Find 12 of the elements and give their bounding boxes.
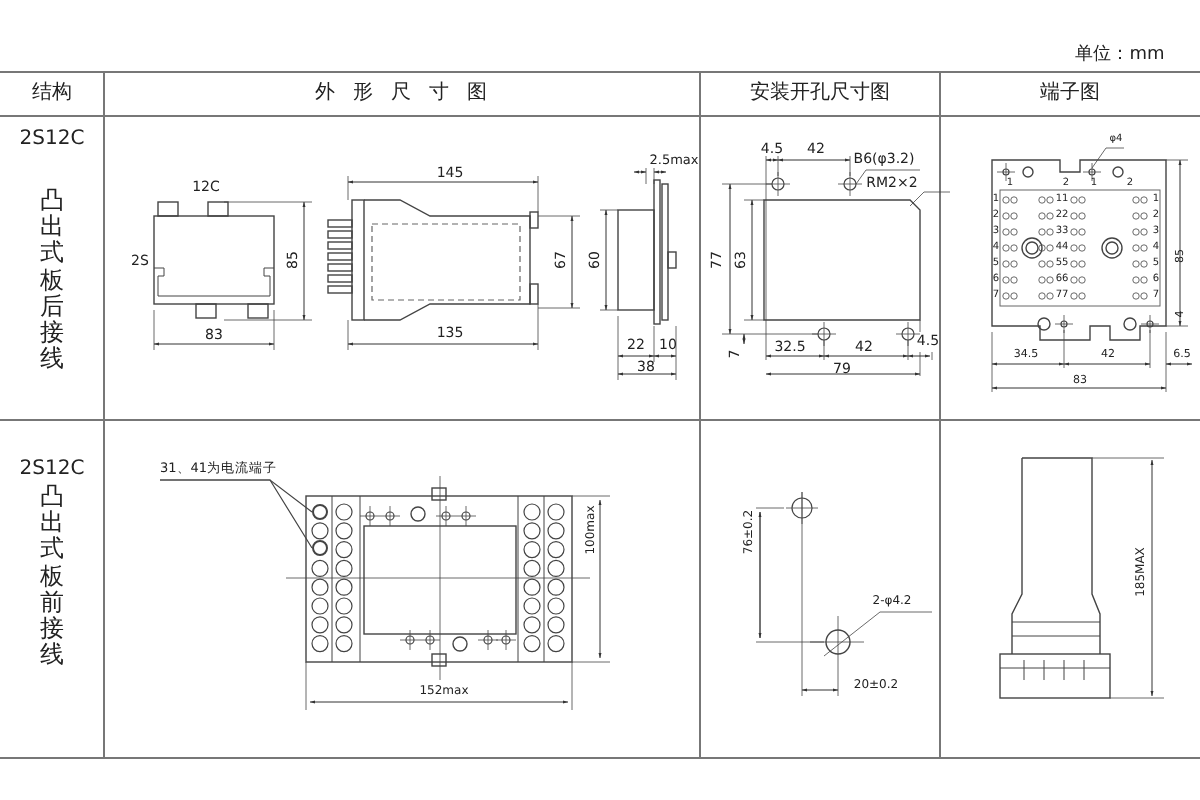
structure-code: 2S12C: [19, 460, 85, 480]
structure-code: 2S12C: [19, 130, 85, 150]
terminal: [312, 540, 328, 556]
column-header: 结构: [32, 84, 72, 104]
leader-line: [159, 479, 313, 549]
terminal: [312, 504, 328, 520]
column-header: 外形尺寸图: [315, 84, 505, 104]
column-header: 端子图: [1040, 84, 1100, 104]
unit-note: 单位：mm: [1075, 47, 1165, 65]
column-header: 安装开孔尺寸图: [750, 84, 890, 104]
mounting-type: 凸出式板后接线: [40, 187, 64, 373]
mounting-type: 凸出式板前接线: [40, 483, 64, 669]
